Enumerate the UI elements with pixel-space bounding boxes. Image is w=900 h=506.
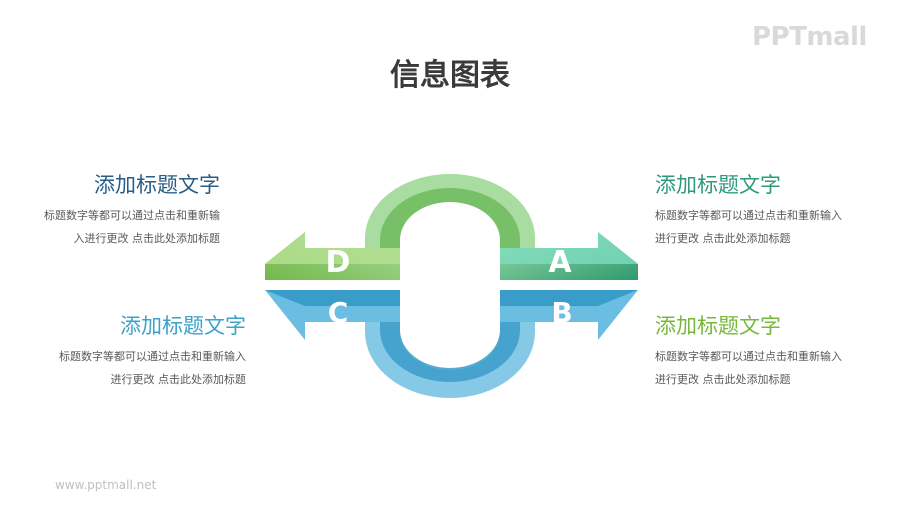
text-block-top-left: 添加标题文字 标题数字等都可以通过点击和重新输 入进行更改 点击此处添加标题 — [15, 172, 220, 250]
block-heading: 添加标题文字 — [120, 314, 246, 338]
block-text-line: 进行更改 点击此处添加标题 — [655, 373, 791, 386]
block-heading: 添加标题文字 — [94, 173, 220, 197]
top-arch-outer — [365, 174, 535, 262]
block-text-line: 标题数字等都可以通过点击和重新输入 — [59, 350, 246, 363]
block-text-line: 标题数字等都可以通过点击和重新输入 — [655, 209, 842, 222]
top-arch-inner — [380, 188, 520, 262]
block-text-line: 进行更改 点击此处添加标题 — [110, 373, 247, 386]
block-text-line: 进行更改 点击此处添加标题 — [655, 232, 791, 245]
brand-logo: PPTmall — [752, 22, 867, 52]
text-block-bottom-right: 添加标题文字 标题数字等都可以通过点击和重新输入 进行更改 点击此处添加标题 — [655, 313, 890, 391]
footer-url: www.pptmall.net — [55, 478, 157, 492]
page-title: 信息图表 — [390, 58, 510, 93]
label-a: A — [548, 245, 572, 280]
block-heading: 添加标题文字 — [655, 173, 781, 197]
label-c: C — [328, 296, 349, 329]
text-block-bottom-left: 添加标题文字 标题数字等都可以通过点击和重新输入 进行更改 点击此处添加标题 — [20, 313, 246, 391]
label-d: D — [326, 245, 351, 280]
label-b: B — [551, 296, 572, 329]
block-heading: 添加标题文字 — [655, 314, 781, 338]
text-block-top-right: 添加标题文字 标题数字等都可以通过点击和重新输入 进行更改 点击此处添加标题 — [655, 172, 890, 250]
block-text-line: 标题数字等都可以通过点击和重新输 — [44, 209, 220, 222]
bottom-arch-inner — [380, 290, 520, 382]
block-text-line: 入进行更改 点击此处添加标题 — [73, 232, 221, 245]
block-text-line: 标题数字等都可以通过点击和重新输入 — [655, 350, 842, 363]
